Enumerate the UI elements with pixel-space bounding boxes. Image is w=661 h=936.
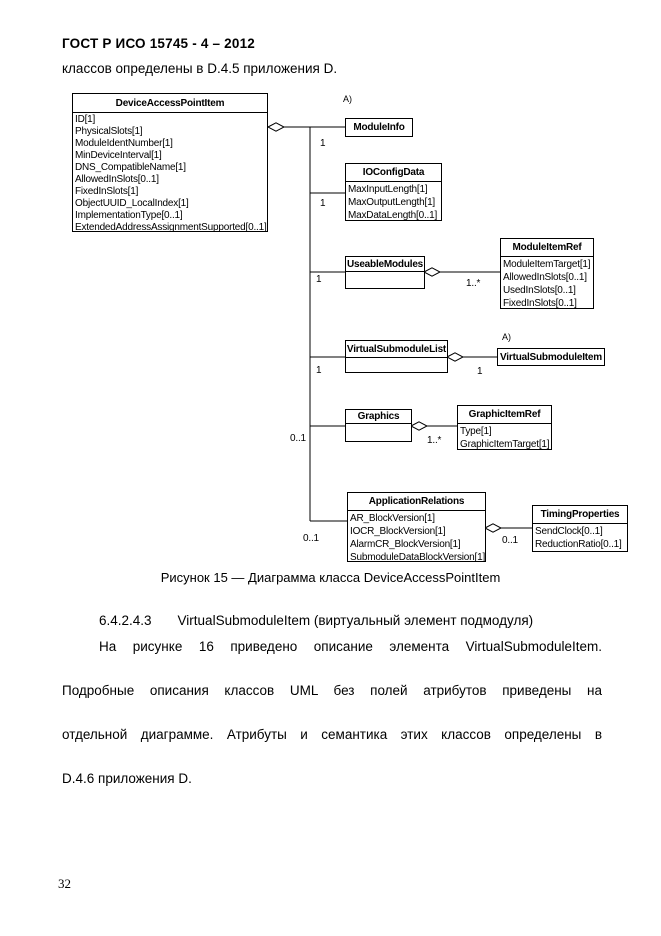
multiplicity-label: 0..1 <box>290 433 306 444</box>
list-line: ObjectUUID_LocalIndex[1] <box>75 198 189 209</box>
list-line: FixedInSlots[1] <box>75 186 139 197</box>
list-line: ID[1] <box>75 114 96 125</box>
aggregation-diamond <box>266 122 286 132</box>
aggregation-diamond <box>483 523 503 533</box>
class-title: VirtualSubmoduleList <box>346 341 447 358</box>
class-title: GraphicItemRef <box>458 406 551 424</box>
class-title: DeviceAccessPointItem <box>73 94 267 113</box>
uml-class-graphicitemref: GraphicItemRef Type[1] GraphicItemTarget[… <box>457 405 552 450</box>
list-line: FixedInSlots[0..1] <box>503 298 577 309</box>
list-line: ModuleIdentNumber[1] <box>75 138 173 149</box>
list-line: ImplementationType[0..1] <box>75 210 183 221</box>
list-line: UsedInSlots[0..1] <box>503 285 576 296</box>
class-title: IOConfigData <box>346 164 441 182</box>
uml-class-useablemodules: UseableModules <box>345 256 425 289</box>
uml-class-ioconfigdata: IOConfigData MaxInputLength[1] MaxOutputL… <box>345 163 442 221</box>
body-paragraph: На рисунке 16 приведено описание элемент… <box>62 636 602 790</box>
empty-attribute-compartment <box>346 272 424 288</box>
list-line: ExtendedAddressAssignmentSupported[0..1] <box>75 222 267 232</box>
uml-class-timingproperties: TimingProperties SendClock[0..1] Reductio… <box>532 505 628 552</box>
list-line: PhysicalSlots[1] <box>75 126 143 137</box>
class-title: TimingProperties <box>533 506 627 524</box>
page-number: 32 <box>58 876 71 891</box>
multiplicity-label: 1 <box>316 365 322 376</box>
uml-class-moduleinfo: ModuleInfo <box>345 118 413 137</box>
class-attributes: AR_BlockVersion[1] IOCR_BlockVersion[1] Al… <box>348 511 485 562</box>
list-line: ReductionRatio[0..1] <box>535 539 622 550</box>
multiplicity-label: 1 <box>316 274 322 285</box>
multiplicity-label: 0..1 <box>502 535 518 546</box>
section-title: VirtualSubmoduleItem (виртуальный элемен… <box>177 613 534 628</box>
list-line: IOCR_BlockVersion[1] <box>350 526 446 537</box>
multiplicity-label: 1 <box>477 366 483 377</box>
aggregation-diamond <box>422 267 442 277</box>
list-line: AR_BlockVersion[1] <box>350 513 435 524</box>
annotation-label-a: A) <box>343 94 352 104</box>
uml-class-virtualsubmoduleitem: VirtualSubmoduleItem <box>497 348 605 366</box>
annotation-label-a: A) <box>502 332 511 342</box>
multiplicity-label: 0..1 <box>303 533 319 544</box>
list-line: ModuleItemTarget[1] <box>503 259 591 270</box>
uml-class-graphics: Graphics <box>345 409 412 442</box>
multiplicity-label: 1 <box>320 198 326 209</box>
class-attributes: ID[1]PhysicalSlots[1]ModuleIdentNumber[1… <box>73 113 267 232</box>
list-line: D.4.6 приложения D. <box>62 771 192 786</box>
list-line: GraphicItemTarget[1] <box>460 439 550 450</box>
list-line: Type[1] <box>460 426 492 437</box>
multiplicity-label: 1..* <box>427 435 442 446</box>
empty-attribute-compartment <box>346 424 411 441</box>
class-attributes: MaxInputLength[1] MaxOutputLength[1] MaxDa… <box>346 182 441 221</box>
list-line: AllowedInSlots[0..1] <box>75 174 159 185</box>
list-line: MaxInputLength[1] <box>348 184 428 195</box>
class-title: ModuleItemRef <box>501 239 593 257</box>
uml-class-deviceaccesspointitem: DeviceAccessPointItem ID[1]PhysicalSlots… <box>72 93 268 232</box>
list-line: MinDeviceInterval[1] <box>75 150 162 161</box>
list-line: SendClock[0..1] <box>535 526 603 537</box>
class-title: Graphics <box>346 410 411 424</box>
list-line: AlarmCR_BlockVersion[1] <box>350 539 461 550</box>
class-title: ModuleInfo <box>353 122 405 133</box>
class-title: ApplicationRelations <box>348 493 485 511</box>
list-line: MaxDataLength[0..1] <box>348 210 438 221</box>
empty-attribute-compartment <box>346 358 447 372</box>
class-title: VirtualSubmoduleItem <box>500 351 602 363</box>
class-attributes: SendClock[0..1] ReductionRatio[0..1] <box>533 524 627 551</box>
list-line: MaxOutputLength[1] <box>348 197 436 208</box>
uml-class-applicationrelations: ApplicationRelations AR_BlockVersion[1] I… <box>347 492 486 562</box>
list-line: отдельной диаграмме. Атрибуты и семантик… <box>62 727 602 742</box>
class-attributes: ModuleItemTarget[1] AllowedInSlots[0..1] U… <box>501 257 593 309</box>
list-line: DNS_CompatibleName[1] <box>75 162 186 173</box>
intro-line: классов определены в D.4.5 приложения D. <box>62 61 338 76</box>
list-line: Подробные описания классов UML без полей… <box>62 683 602 698</box>
section-heading: 6.4.2.4.3 VirtualSubmoduleItem (виртуальн… <box>99 613 533 628</box>
aggregation-diamond <box>445 352 465 362</box>
uml-class-virtualsubmodulelist: VirtualSubmoduleList <box>345 340 448 373</box>
list-line: На рисунке 16 приведено описание элемент… <box>99 639 602 654</box>
class-title: UseableModules <box>346 257 424 272</box>
multiplicity-label: 1..* <box>466 278 481 289</box>
running-header: ГОСТ Р ИСО 15745 - 4 – 2012 <box>62 36 255 51</box>
figure-caption: Рисунок 15 — Диаграмма класса DeviceAcce… <box>160 570 501 585</box>
uml-class-moduleitemref: ModuleItemRef ModuleItemTarget[1] Allowed… <box>500 238 594 309</box>
section-number: 6.4.2.4.3 <box>99 613 152 628</box>
multiplicity-label: 1 <box>320 138 326 149</box>
list-line: AllowedInSlots[0..1] <box>503 272 587 283</box>
class-attributes: Type[1] GraphicItemTarget[1] <box>458 424 551 450</box>
list-line: SubmoduleDataBlockVersion[1] <box>350 552 485 562</box>
aggregation-diamond <box>409 421 429 431</box>
